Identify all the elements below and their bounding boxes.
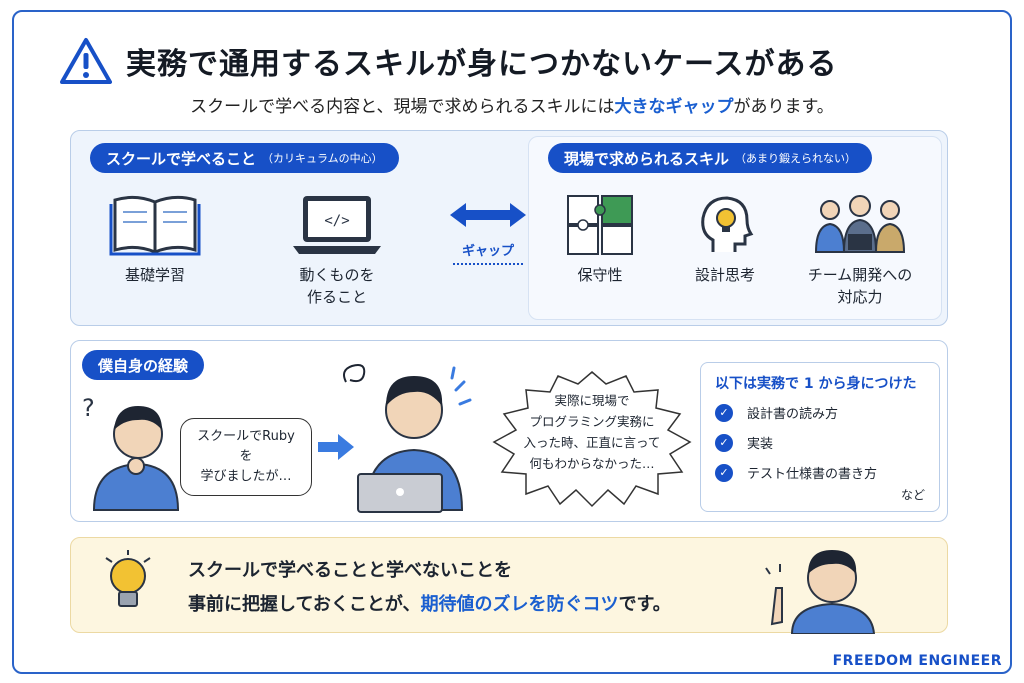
book-icon [109,195,201,256]
brand-logo: FREEDOM ENGINEER [832,653,1002,669]
list-item: ✓実装 [715,433,925,452]
thought-text: 実際に現場で プログラミング実務に 入った時、正直に言って 何もわからなかった… [523,393,661,471]
field-heading: 現場で求められるスキル（あまり鍛えられない） [548,143,873,173]
gap-indicator: ギャップ [440,200,536,265]
confused-person-illustration: ? [82,394,180,511]
speech-bubble-school: スクールでRubyを 学びましたが… [180,418,312,496]
team-icon [814,195,906,253]
check-icon: ✓ [715,403,733,422]
page-title: 実務で通用するスキルが身につかないケースがある [126,47,838,82]
learned-on-job-list: 以下は実務で 1 から身につけた ✓設計書の読み方 ✓実装 ✓テスト仕様書の書き… [700,362,940,512]
field-item-design: 設計思考 [680,192,770,286]
laptop-code-icon: </> [293,196,381,254]
school-item-build: </> 動くものを 作ること [282,192,392,308]
check-icon: ✓ [715,463,733,482]
school-heading: スクールで学べること（カリキュラムの中心） [90,143,399,173]
list-item: ✓設計書の読み方 [715,403,925,422]
puzzle-icon [567,195,633,255]
lightbulb-icon [105,550,151,607]
tip-text: スクールで学べることと学べないことを 事前に把握しておくことが、期待値のズレを防… [188,560,671,615]
field-item-maintainability: 保守性 [560,192,640,286]
school-item-basics: 基礎学習 [100,192,210,286]
thought-burst [492,371,692,508]
experience-heading: 僕自身の経験 [82,350,205,380]
subtitle: スクールで学べる内容と、現場で求められるスキルには大きなギャップがあります。 [190,97,834,117]
svg-text:</>: </> [324,213,349,229]
title-row: 実務で通用するスキルが身につかないケースがある [60,32,960,90]
head-bulb-icon [701,196,754,252]
troubled-person-illustration [343,364,472,513]
double-arrow-icon [450,203,526,227]
arrow-right-icon [318,434,354,460]
warning-icon [60,38,112,84]
svg-text:?: ? [82,394,95,422]
field-item-team: チーム開発への 対応力 [790,192,930,308]
pointing-person-illustration [765,550,876,634]
list-item: ✓テスト仕様書の書き方 [715,463,925,482]
check-icon: ✓ [715,433,733,452]
